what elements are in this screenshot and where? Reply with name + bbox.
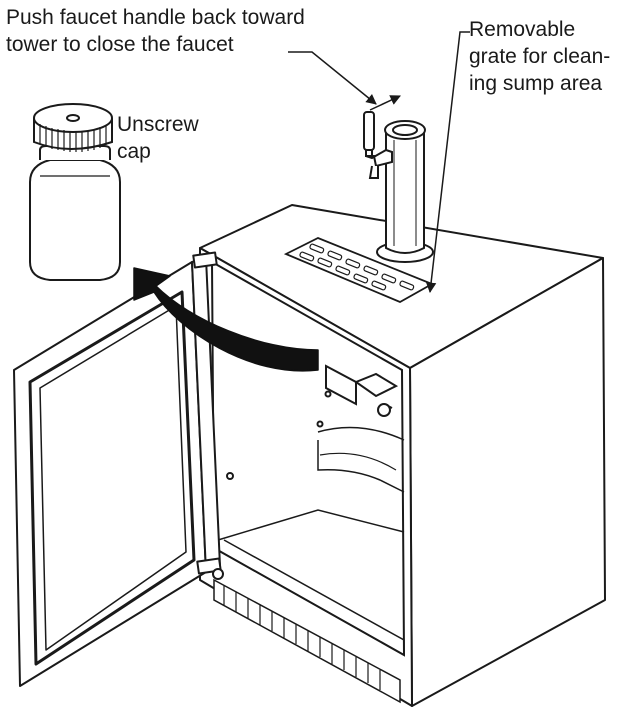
grate-label-line-2: grate for clean- bbox=[469, 45, 611, 68]
faucet-instruction-line-2: tower to close the faucet bbox=[6, 33, 234, 56]
door bbox=[13, 251, 224, 687]
faucet-instruction-line-1: Push faucet handle back toward bbox=[6, 6, 305, 29]
faucet-leader-line bbox=[288, 51, 377, 105]
beer-tower bbox=[376, 120, 434, 263]
door-swing-arrow bbox=[133, 267, 319, 372]
faucet-instruction-label: Push faucet handle back toward tower to … bbox=[6, 4, 305, 58]
cap-label-line-1: Unscrew bbox=[117, 113, 199, 136]
faucet bbox=[363, 111, 393, 179]
grate-label-line-1: Removable bbox=[469, 18, 576, 41]
cap-label: Unscrew cap bbox=[117, 111, 199, 165]
bottle-cap bbox=[33, 103, 113, 152]
faucet-push-arrow bbox=[369, 95, 401, 111]
cap-label-line-2: cap bbox=[117, 140, 151, 163]
co2-bottle bbox=[29, 145, 121, 281]
cabinet-grille bbox=[213, 578, 401, 704]
grate-label-line-3: ing sump area bbox=[469, 72, 603, 95]
grate-leader-line bbox=[425, 31, 470, 294]
grate-label: Removable grate for clean- ing sump area bbox=[469, 16, 610, 97]
